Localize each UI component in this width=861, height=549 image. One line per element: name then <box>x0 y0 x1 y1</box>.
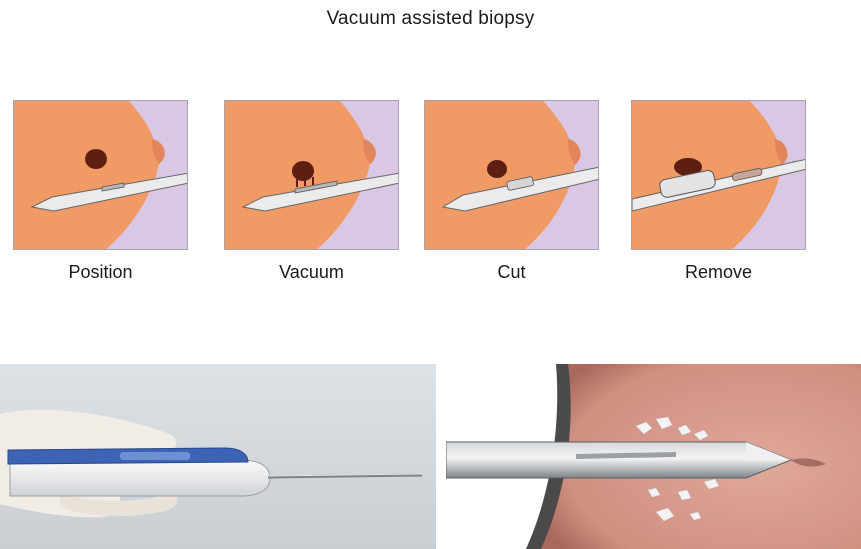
step-label-cut: Cut <box>424 262 599 283</box>
step-panel-remove <box>631 100 806 250</box>
needle-closeup <box>446 442 791 478</box>
device-illustration <box>0 364 436 549</box>
lesion <box>85 149 107 169</box>
lesion <box>487 160 507 178</box>
step-label-position: Position <box>13 262 188 283</box>
device-photo <box>0 364 436 549</box>
position-illustration <box>14 101 188 250</box>
remove-illustration <box>632 101 806 250</box>
step-label-remove: Remove <box>631 262 806 283</box>
diagram-title: Vacuum assisted biopsy <box>0 8 861 30</box>
step-label-vacuum: Vacuum <box>224 262 399 283</box>
device-body <box>10 460 270 496</box>
vacuum-illustration <box>225 101 399 250</box>
step-panel-position <box>13 100 188 250</box>
cut-illustration <box>425 101 599 250</box>
step-panel-cut <box>424 100 599 250</box>
needle-closeup-photo <box>446 364 861 549</box>
closeup-illustration <box>446 364 861 549</box>
step-panel-vacuum <box>224 100 399 250</box>
lesion <box>292 161 314 181</box>
